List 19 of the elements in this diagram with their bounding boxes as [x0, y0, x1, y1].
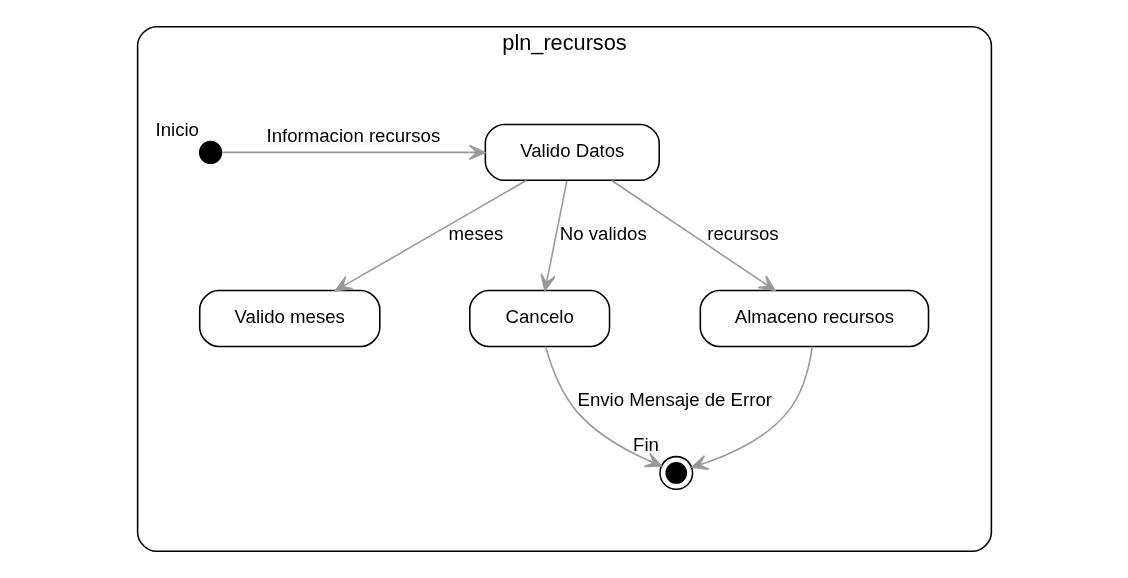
arrow: [610, 179, 776, 292]
node-circle: [198, 140, 222, 165]
node-box: Valido Datos: [484, 123, 660, 182]
arrow: [334, 179, 527, 292]
edge-label: recursos: [706, 223, 779, 245]
arrow: [544, 345, 662, 468]
node-label: Fin: [632, 434, 659, 456]
node-box: Cancelo: [468, 289, 610, 348]
node-bullseye: [658, 455, 693, 490]
edge-label: Informacion recursos: [266, 125, 440, 147]
edge-label: Envio Mensaje de Error: [576, 389, 772, 411]
node-box: Almaceno recursos: [699, 289, 929, 348]
node-label: Inicio: [154, 119, 199, 141]
arrow: [220, 144, 486, 161]
edge-label: No validos: [559, 223, 647, 245]
arrow: [539, 180, 568, 292]
node-box: Valido meses: [198, 289, 381, 348]
edge-label: meses: [448, 223, 503, 245]
arrow: [690, 345, 813, 470]
